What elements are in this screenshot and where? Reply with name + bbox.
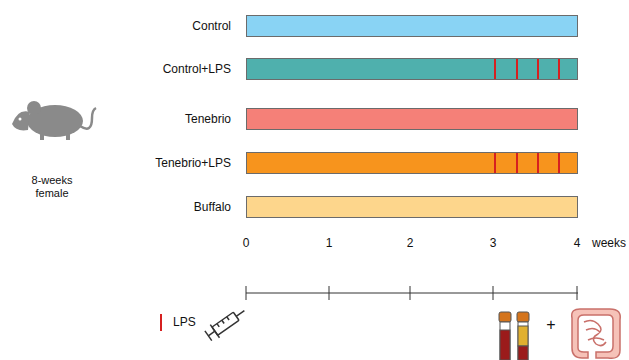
animal-label: 8-weeks female (20, 174, 84, 200)
lps-injection-mark (516, 153, 518, 173)
lps-injection-mark (537, 153, 539, 173)
group-bar: Control (246, 15, 578, 37)
group-label: Control (192, 19, 231, 33)
tick-label: 1 (326, 236, 333, 250)
tick-label: 2 (407, 236, 414, 250)
lps-injection-mark (494, 59, 496, 79)
syringe-icon (204, 304, 249, 342)
plus-sign: + (546, 315, 555, 334)
group-label: Tenebrio (185, 112, 231, 126)
group-bar: Tenebrio+LPS (246, 152, 578, 174)
group-bar: Buffalo (246, 196, 578, 218)
lps-injection-mark (558, 153, 560, 173)
group-label: Buffalo (194, 200, 231, 214)
mouse-icon (12, 101, 96, 140)
blood-tubes (499, 312, 529, 360)
legend-label: LPS (173, 315, 196, 329)
tick-label: 3 (490, 236, 497, 250)
lps-injection-mark (516, 59, 518, 79)
time-axis (246, 286, 578, 300)
group-bar: Tenebrio (246, 108, 578, 130)
group-bar: Control+LPS (246, 58, 578, 80)
tick-label: 4 (574, 236, 581, 250)
axis-unit: weeks (592, 236, 626, 250)
lps-injection-mark (494, 153, 496, 173)
lps-injection-mark (558, 59, 560, 79)
group-label: Tenebrio+LPS (155, 156, 231, 170)
tick-label: 0 (243, 236, 250, 250)
group-label: Control+LPS (163, 62, 231, 76)
intestine-icon (572, 309, 621, 358)
lps-mark (160, 314, 162, 331)
lps-injection-mark (537, 59, 539, 79)
